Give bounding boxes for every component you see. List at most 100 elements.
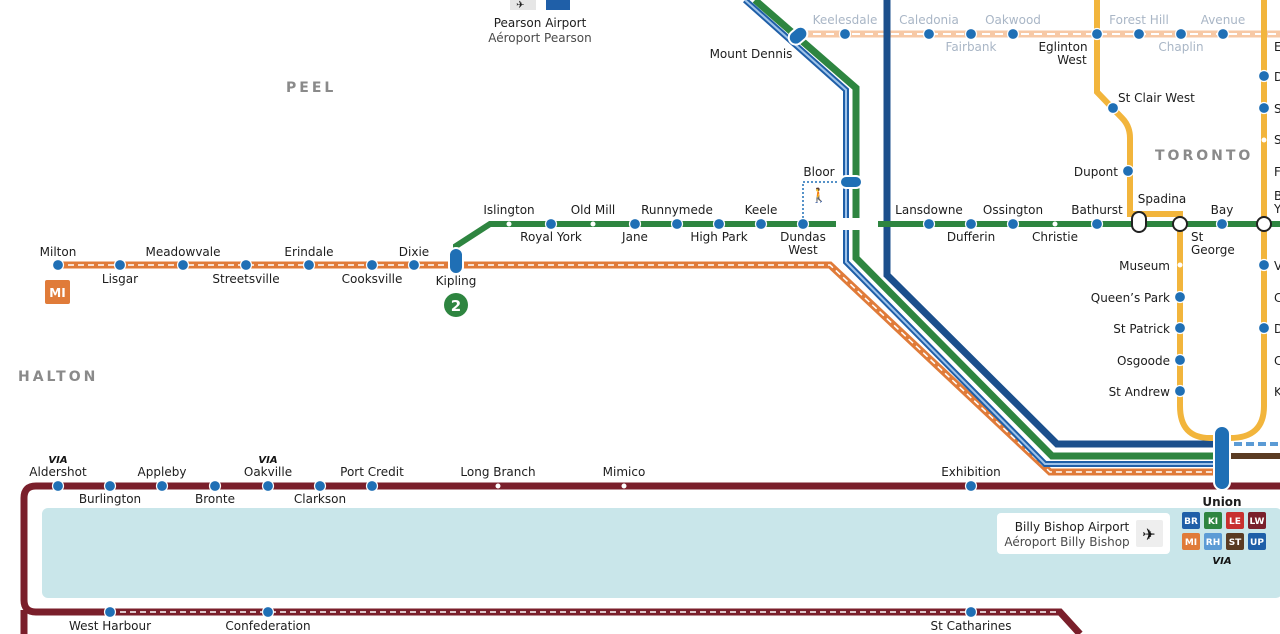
station-oakville: Oakville xyxy=(244,465,292,479)
milton-line xyxy=(58,261,1222,476)
accessible-station-icon xyxy=(670,217,684,231)
station-markers xyxy=(51,27,1271,619)
station-jane: Jane xyxy=(621,230,648,244)
accessible-station-icon xyxy=(1090,217,1104,231)
station-st-george-1: St xyxy=(1191,230,1204,244)
accessible-station-icon xyxy=(1090,27,1104,41)
kipling-interchange xyxy=(448,247,464,275)
station-christie: Christie xyxy=(1032,230,1078,244)
via-logo-union: VIA xyxy=(1212,556,1231,567)
accessible-station-icon xyxy=(365,479,379,493)
station-burlington: Burlington xyxy=(79,492,141,506)
billy-bishop-subtitle: Aéroport Billy Bishop xyxy=(1004,535,1129,549)
billy-bishop-title: Billy Bishop Airport xyxy=(1015,520,1130,534)
milton-badge xyxy=(45,280,70,304)
accessible-station-icon xyxy=(155,479,169,493)
station-port-credit: Port Credit xyxy=(340,465,404,479)
station-dot xyxy=(1261,137,1267,143)
airport-subtitle: Aéroport Pearson xyxy=(488,31,591,45)
station-ossington: Ossington xyxy=(983,203,1043,217)
accessible-station-icon xyxy=(113,258,127,272)
partial-station-label: S xyxy=(1274,102,1280,116)
svg-text:MI: MI xyxy=(1185,538,1197,548)
station-st-catharines: St Catharines xyxy=(930,619,1011,633)
accessible-station-icon xyxy=(964,479,978,493)
partial-station-label: D xyxy=(1274,70,1280,84)
region-halton: HALTON xyxy=(18,369,98,385)
accessible-station-icon xyxy=(628,217,642,231)
bay-interchange xyxy=(1256,216,1272,232)
line-2-bullet xyxy=(444,293,468,317)
station-dot xyxy=(1052,221,1058,227)
partial-station-label: C xyxy=(1274,291,1280,305)
station-bronte: Bronte xyxy=(195,492,235,506)
bloor-transfer-path xyxy=(802,181,846,222)
walk-icon: 🚶 xyxy=(810,187,827,204)
accessible-station-icon xyxy=(1174,27,1188,41)
line-badge-le: LE xyxy=(1226,512,1244,529)
station-bloor: Bloor xyxy=(803,165,834,179)
station-mount-dennis: Mount Dennis xyxy=(710,47,793,61)
station-dundas-west-2: West xyxy=(788,243,818,257)
station-aldershot: Aldershot xyxy=(29,465,87,479)
via-logo-oakville: VIA xyxy=(258,455,277,466)
via-logo-aldershot: VIA xyxy=(48,455,67,466)
accessible-station-icon xyxy=(922,217,936,231)
accessible-station-icon xyxy=(261,479,275,493)
accessible-station-icon xyxy=(1173,353,1187,367)
svg-text:✈: ✈ xyxy=(1142,525,1155,544)
partial-station-label: K xyxy=(1274,385,1280,399)
accessible-station-icon xyxy=(302,258,316,272)
union-interchange xyxy=(1213,425,1231,491)
station-keele: Keele xyxy=(745,203,778,217)
accessible-station-icon xyxy=(1006,27,1020,41)
station-st-andrew: St Andrew xyxy=(1109,385,1171,399)
station-st-george-2: George xyxy=(1191,243,1235,257)
partial-station-label: E xyxy=(1274,40,1280,54)
accessible-station-icon xyxy=(964,605,978,619)
station-dot xyxy=(590,221,596,227)
accessible-station-icon xyxy=(103,479,117,493)
station-dixie: Dixie xyxy=(399,245,429,259)
station-dot xyxy=(621,483,627,489)
accessible-station-icon xyxy=(1106,101,1120,115)
station-keelesdale: Keelesdale xyxy=(813,13,878,27)
station-streetsville: Streetsville xyxy=(212,272,279,286)
accessible-station-icon xyxy=(261,605,275,619)
station-st-clair-west: St Clair West xyxy=(1118,91,1195,105)
accessible-station-icon xyxy=(239,258,253,272)
accessible-station-icon xyxy=(1257,258,1271,272)
accessible-station-icon xyxy=(796,217,810,231)
station-meadowvale: Meadowvale xyxy=(145,245,220,259)
accessible-station-icon xyxy=(964,217,978,231)
station-eglinton-west-1: Eglinton xyxy=(1038,40,1087,54)
partial-station-label: S xyxy=(1274,133,1280,147)
line-badge-ki: KI xyxy=(1204,512,1222,529)
lake-ontario xyxy=(42,508,1280,598)
partial-station-label: B xyxy=(1274,189,1280,203)
line-badge-lw: LW xyxy=(1248,512,1266,529)
st-george-interchange xyxy=(1172,216,1188,232)
accessible-station-icon xyxy=(712,217,726,231)
station-lansdowne: Lansdowne xyxy=(895,203,963,217)
station-royal-york: Royal York xyxy=(520,230,582,244)
accessible-station-icon xyxy=(1132,27,1146,41)
station-osgoode: Osgoode xyxy=(1117,354,1170,368)
accessible-station-icon xyxy=(313,479,327,493)
svg-text:LW: LW xyxy=(1250,517,1265,527)
svg-text:ST: ST xyxy=(1229,538,1242,548)
partial-station-label: C xyxy=(1274,354,1280,368)
station-bay: Bay xyxy=(1211,203,1234,217)
station-erindale: Erindale xyxy=(284,245,333,259)
accessible-station-icon xyxy=(1173,321,1187,335)
line-badge-mi: MI xyxy=(1182,533,1200,550)
accessible-station-icon xyxy=(1257,321,1271,335)
svg-text:LE: LE xyxy=(1229,517,1241,527)
bloor-interchange xyxy=(839,175,863,189)
svg-text:2: 2 xyxy=(451,297,461,315)
station-dupont: Dupont xyxy=(1074,165,1118,179)
station-caledonia: Caledonia xyxy=(899,13,959,27)
line-badge-st: ST xyxy=(1226,533,1244,550)
station-high-park: High Park xyxy=(690,230,747,244)
